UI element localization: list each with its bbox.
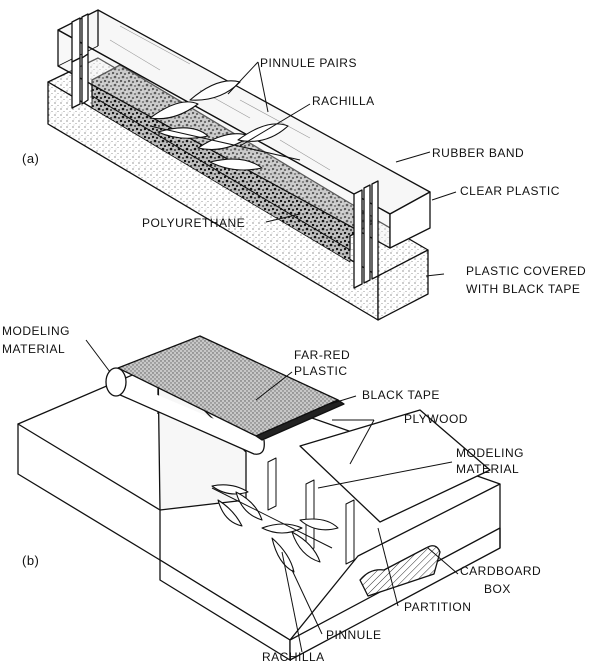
panel-a-tag: (a) — [22, 151, 40, 166]
label-far-red-line2: PLASTIC — [294, 364, 348, 378]
label-rubber-band: RUBBER BAND — [432, 146, 525, 160]
pinnule-pairs-a — [149, 80, 289, 171]
label-polyurethane: POLYURETHANE — [142, 216, 246, 230]
label-black-tape: BLACK TAPE — [362, 388, 440, 402]
panel-a-leaders — [227, 61, 457, 277]
label-rachilla-a: RACHILLA — [312, 94, 375, 108]
clear-plastic-end — [389, 191, 431, 249]
label-clear-plastic: CLEAR PLASTIC — [460, 184, 560, 198]
label-rachilla-b: RACHILLA — [262, 650, 325, 664]
rubber-band-right — [353, 180, 379, 289]
black-tape — [255, 399, 345, 441]
rachilla-b — [211, 487, 333, 549]
label-plywood: PLYWOOD — [404, 412, 468, 426]
panel-b-leaders — [85, 339, 459, 653]
label-modeling-material-right-line1: MODELING — [456, 446, 525, 460]
panel-a-drawing — [47, 9, 431, 321]
label-plastic-covered-line2: WITH BLACK TAPE — [466, 282, 581, 296]
label-cardboard-line1: CARDBOARD — [460, 564, 542, 578]
label-modeling-material-right-line2: MATERIAL — [456, 462, 520, 476]
rachilla-a — [149, 125, 301, 161]
label-pinnule-b: PINNULE — [326, 628, 382, 642]
label-modeling-material-left-line1: MODELING — [2, 324, 71, 338]
panel-b-drawing — [17, 335, 501, 661]
label-cardboard-line2: BOX — [484, 582, 511, 596]
label-plastic-covered-line1: PLASTIC COVERED — [466, 264, 587, 278]
label-modeling-material-left-line2: MATERIAL — [2, 342, 66, 356]
panel-b-tag: (b) — [22, 553, 40, 568]
partitions — [267, 457, 355, 565]
label-far-red-line1: FAR-RED — [294, 348, 351, 362]
plywood-well — [299, 409, 491, 523]
rubber-band-left — [71, 13, 89, 109]
label-partition: PARTITION — [404, 600, 472, 614]
base-block-end — [377, 249, 429, 321]
label-pinnule-pairs: PINNULE PAIRS — [260, 56, 357, 70]
modeling-trough — [359, 545, 441, 597]
